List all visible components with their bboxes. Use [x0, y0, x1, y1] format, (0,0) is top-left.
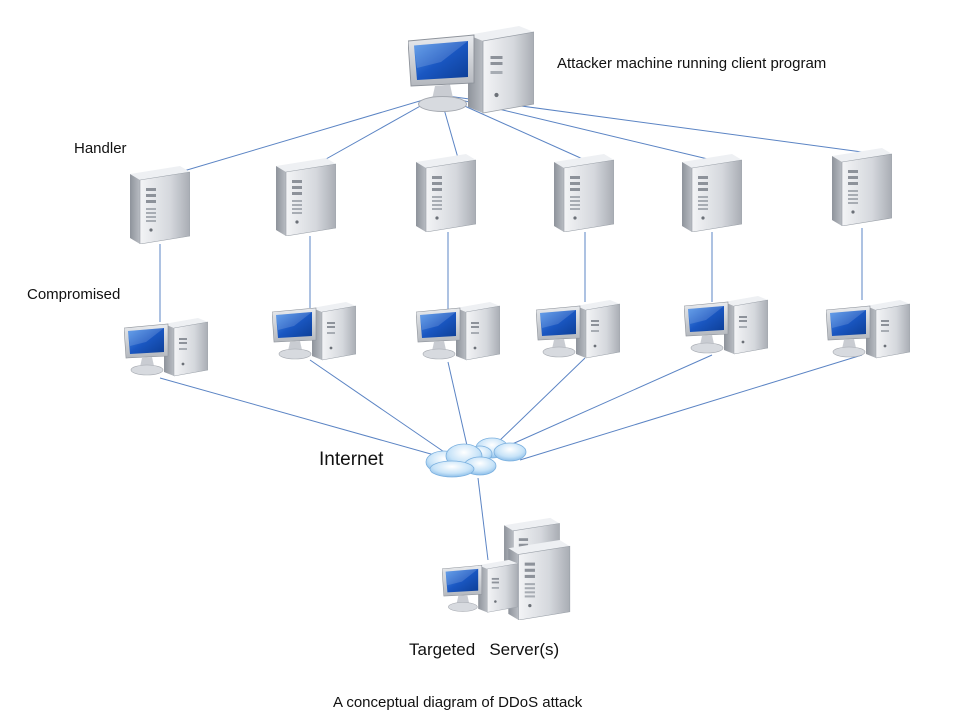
handler-server-icon [275, 157, 336, 236]
link-internet-target [477, 477, 489, 561]
compromised-label: Compromised [27, 286, 121, 303]
compromised-computer-icon [684, 296, 768, 355]
attacker-computer-icon [408, 26, 534, 114]
link-comp-internet-1 [159, 377, 446, 459]
internet-cloud-icon [425, 437, 527, 478]
handler-server-icon [681, 153, 742, 232]
handler-label: Handler [74, 140, 127, 157]
target-label: Targeted Server(s) [409, 640, 560, 659]
compromised-computer-icon [124, 318, 208, 377]
link-attacker-handler-1 [159, 94, 441, 179]
link-comp-internet-2 [309, 359, 451, 457]
link-comp-internet-6 [519, 354, 863, 461]
handler-server-icon [415, 153, 476, 232]
target-server-icon [442, 517, 571, 620]
link-attacker-handler-2 [309, 94, 441, 169]
diagram-caption: A conceptual diagram of DDoS attack [333, 694, 583, 711]
compromised-computer-icon [416, 302, 500, 361]
handler-server-icon [831, 147, 892, 226]
link-comp-internet-4 [494, 357, 586, 446]
link-comp-internet-3 [447, 361, 469, 451]
compromised-computer-icon [826, 300, 910, 359]
internet-label: Internet [319, 449, 384, 470]
compromised-computer-icon [536, 300, 620, 359]
attacker-label: Attacker machine running client program [557, 55, 827, 72]
compromised-computers [124, 296, 910, 377]
handler-server-icon [553, 153, 614, 232]
compromised-computer-icon [272, 302, 356, 361]
link-comp-internet-5 [509, 354, 713, 446]
handler-server-icon [129, 165, 190, 244]
handler-servers [129, 147, 892, 244]
